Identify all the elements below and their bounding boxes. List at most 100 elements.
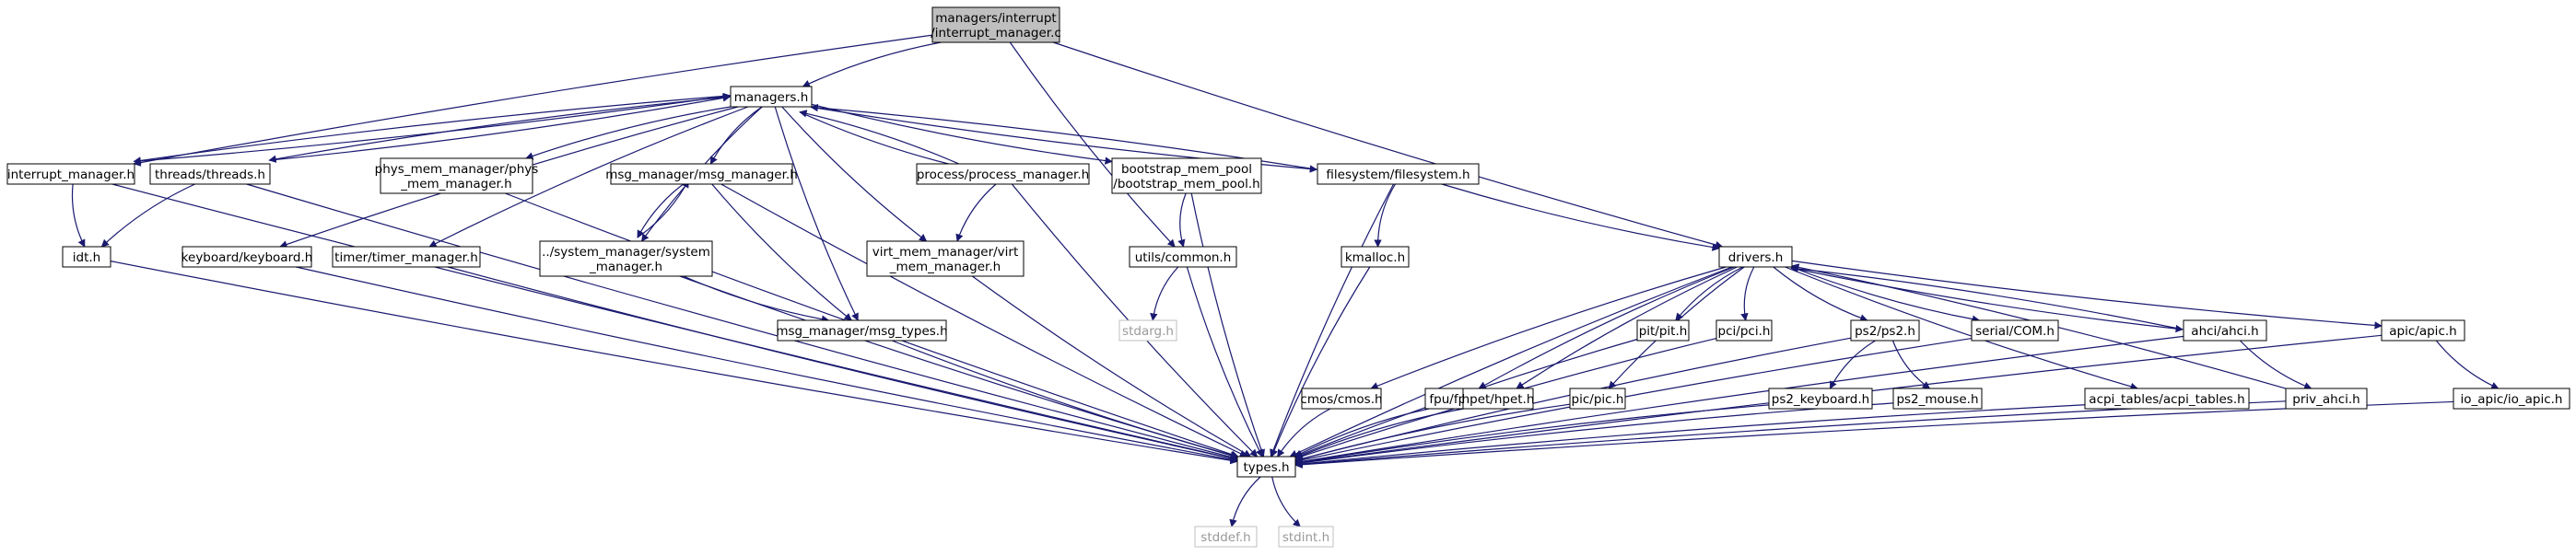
node-acpi[interactable]: acpi_tables/acpi_tables.h [2084, 388, 2250, 410]
node-priv-ahci[interactable]: priv_ahci.h [2285, 388, 2368, 410]
edge-managers-to-timer [428, 106, 749, 248]
edge-serial-to-types [1294, 337, 1973, 464]
node-label: virt_mem_manager/virt [872, 245, 1019, 260]
node-threads[interactable]: threads/threads.h [149, 163, 271, 185]
edge-msg-manager-to-msg-types [711, 183, 852, 321]
edge-ps2-to-ps2-keyboard [1829, 340, 1876, 389]
node-timer[interactable]: timer/timer_manager.h [332, 246, 481, 268]
node-managers[interactable]: managers.h [730, 86, 813, 108]
node-bootstrap[interactable]: bootstrap_mem_pool/bootstrap_mem_pool.h [1111, 157, 1262, 194]
node-label: ../system_manager/system [542, 245, 710, 260]
edge-acpi-to-types [1294, 404, 2086, 469]
node-system-manager[interactable]: ../system_manager/system_manager.h [539, 240, 713, 277]
node-label: pic/pic.h [1572, 392, 1624, 407]
node-box [730, 86, 813, 108]
edge-ps2-keyboard-to-types [1294, 404, 1770, 467]
node-types[interactable]: types.h [1236, 456, 1296, 478]
edge-root-to-interrupt-manager [133, 34, 933, 167]
node-drivers[interactable]: drivers.h [1718, 246, 1793, 268]
node-box [1111, 157, 1262, 194]
node-label: msg_manager/msg_types.h [776, 324, 947, 339]
edge-idt-to-types [110, 261, 1238, 465]
node-pic[interactable]: pic/pic.h [1569, 388, 1626, 410]
node-pit[interactable]: pit/pit.h [1636, 319, 1690, 342]
node-label: pci/pci.h [1718, 324, 1771, 339]
edge-hpet-to-types [1294, 408, 1464, 459]
node-box [1194, 526, 1258, 548]
node-ps2-keyboard[interactable]: ps2_keyboard.h [1768, 388, 1873, 410]
node-stddef: stddef.h [1194, 526, 1258, 548]
node-cmos[interactable]: cmos/cmos.h [1300, 388, 1383, 410]
node-serial[interactable]: serial/COM.h [1971, 319, 2059, 342]
node-box [1317, 163, 1480, 185]
edge-cmos-to-types [1277, 408, 1331, 458]
node-label: ahci/ahci.h [2191, 324, 2258, 339]
edge-managers-to-threads [268, 96, 731, 163]
node-label: _manager.h [589, 260, 662, 274]
edge-filesystem-to-kmalloc [1374, 183, 1396, 248]
node-phys-mem[interactable]: phys_mem_manager/phys_mem_manager.h [375, 157, 539, 194]
node-label: ps2_mouse.h [1896, 392, 1978, 407]
node-msg-types[interactable]: msg_manager/msg_types.h [776, 319, 948, 342]
node-label: stddef.h [1200, 530, 1250, 545]
node-common[interactable]: utils/common.h [1129, 246, 1237, 268]
node-label: io_apic/io_apic.h [2461, 392, 2563, 407]
node-hpet[interactable]: hpet/hpet.h [1462, 388, 1535, 410]
node-box [149, 163, 271, 185]
node-box [539, 240, 713, 277]
node-ps2[interactable]: ps2/ps2.h [1850, 319, 1920, 342]
node-io-apic[interactable]: io_apic/io_apic.h [2453, 388, 2570, 410]
node-label: kmalloc.h [1345, 250, 1405, 265]
edge-drivers-to-fpu [1478, 266, 1735, 389]
node-ps2-mouse[interactable]: ps2_mouse.h [1892, 388, 1983, 410]
node-label: keyboard/keyboard.h [181, 250, 313, 265]
edge-kmalloc-to-types [1270, 266, 1371, 458]
node-box [1718, 246, 1793, 268]
edges-layer [71, 34, 2500, 527]
edge-managers-to-msg-manager [709, 106, 763, 165]
edge-system-manager-to-msg-manager [637, 180, 689, 238]
node-label: acpi_tables/acpi_tables.h [2089, 392, 2244, 407]
edge-bootstrap-to-common [1177, 192, 1187, 248]
node-label: cmos/cmos.h [1300, 392, 1382, 407]
edge-fpu-to-types [1294, 408, 1430, 458]
edge-interrupt-manager-to-idt [71, 183, 86, 248]
node-box [1129, 246, 1237, 268]
edge-ahci-to-priv-ahci [2239, 340, 2313, 390]
node-msg-manager[interactable]: msg_manager/msg_manager.h [605, 163, 798, 185]
node-box [181, 246, 312, 268]
node-box [1971, 319, 2059, 342]
edge-common-to-types [1186, 266, 1263, 458]
node-label: pit/pit.h [1639, 324, 1688, 339]
node-idt[interactable]: idt.h [62, 246, 111, 268]
node-box [2453, 388, 2570, 410]
node-apic[interactable]: apic/apic.h [2381, 319, 2465, 342]
node-keyboard[interactable]: keyboard/keyboard.h [181, 246, 313, 268]
edge-timer-to-types [447, 266, 1238, 462]
node-box [1569, 388, 1626, 410]
node-root[interactable]: managers/interrupt/interrupt_manager.c [931, 6, 1061, 43]
node-label: phys_mem_manager/phys [375, 162, 539, 177]
node-kmalloc[interactable]: kmalloc.h [1341, 246, 1410, 268]
edge-managers-to-virt-mem [781, 106, 928, 242]
node-box [1715, 319, 1773, 342]
node-interrupt-manager[interactable]: interrupt_manager.h [6, 163, 135, 185]
edge-root-to-common [1009, 41, 1176, 248]
node-label: managers/interrupt [935, 11, 1056, 26]
node-filesystem[interactable]: filesystem/filesystem.h [1317, 163, 1480, 185]
node-pci[interactable]: pci/pci.h [1715, 319, 1773, 342]
node-process-manager[interactable]: process/process_manager.h [916, 163, 1090, 185]
node-box [610, 163, 793, 185]
edge-ps2-mouse-to-types [1294, 402, 1894, 467]
node-ahci[interactable]: ahci/ahci.h [2183, 319, 2267, 342]
node-box [777, 319, 947, 342]
node-box [866, 240, 1025, 277]
edge-msg-manager-to-system-manager [637, 180, 689, 238]
node-label: priv_ahci.h [2292, 392, 2359, 407]
edge-ahci-to-types [1294, 335, 2184, 466]
node-box [1278, 526, 1334, 548]
edge-system-manager-to-types [679, 275, 1238, 459]
node-virt-mem[interactable]: virt_mem_manager/virt_mem_manager.h [866, 240, 1025, 277]
edge-drivers-to-hpet [1516, 266, 1738, 389]
